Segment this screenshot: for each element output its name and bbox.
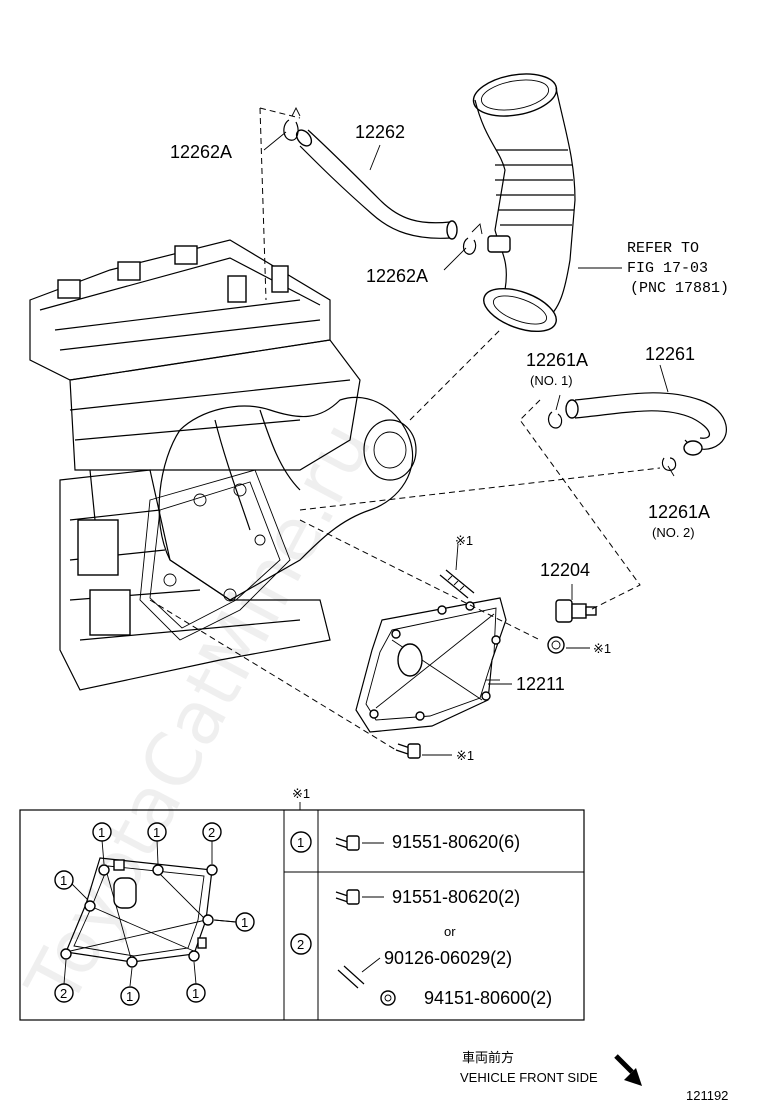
bolt-fastener — [395, 743, 421, 759]
air-intake-hose — [472, 73, 622, 333]
label-hose-12262: 12262 — [355, 122, 405, 142]
inset-mark: 2 — [208, 825, 215, 840]
legend-row2-or: or — [444, 924, 456, 939]
inset-mark: 1 — [98, 825, 105, 840]
bolt-icon — [335, 889, 384, 905]
label-refer-line1: REFER TO — [627, 240, 699, 257]
nut-fastener — [547, 636, 565, 654]
legend-heading: ※1 — [292, 786, 310, 801]
legend-row1-part: 91551-80620(6) — [392, 832, 520, 852]
stud-icon — [337, 957, 381, 989]
label-clamp-12261a-no1: 12261A — [526, 350, 588, 370]
inset-mark: 1 — [60, 873, 67, 888]
stud-fastener — [439, 569, 475, 599]
nut-icon — [380, 990, 396, 1006]
legend-inset-cover — [60, 857, 218, 968]
fastener-legend: ※1 — [19, 786, 585, 1021]
inset-mark: 1 — [241, 915, 248, 930]
valve-12204 — [555, 599, 597, 623]
hose-12261 — [547, 392, 727, 471]
figure-number: 121192 — [686, 1088, 728, 1103]
cover-12211 — [355, 597, 507, 733]
label-nut-mark: ※1 — [593, 641, 611, 656]
label-valve-12204: 12204 — [540, 560, 590, 580]
legend-row2-part-c: 94151-80600(2) — [424, 988, 552, 1008]
engine-block-illustration — [29, 239, 417, 691]
label-stud-mark: ※1 — [455, 533, 473, 548]
label-cover-12211: 12211 — [516, 674, 565, 694]
legend-row1-key: 1 — [297, 835, 304, 850]
label-refer-line2: FIG 17-03 — [627, 260, 708, 277]
footer-direction: VEHICLE FRONT SIDE — [460, 1070, 598, 1085]
inset-mark: 1 — [153, 825, 160, 840]
legend-row2-part-a: 91551-80620(2) — [392, 887, 520, 907]
label-clamp-12261a-no2: 12261A — [648, 502, 710, 522]
footer-jp-direction: 車両前方 — [462, 1050, 514, 1065]
hose-12262 — [283, 106, 483, 255]
front-direction-arrow-icon — [614, 1054, 642, 1086]
leader-lines — [263, 131, 675, 756]
watermark: ToyotaCatMine.ru — [9, 409, 388, 1020]
inset-marks: 1 1 2 1 1 2 1 1 — [54, 822, 255, 1006]
label-refer-line3: (PNC 17881) — [630, 280, 729, 297]
label-bolt-mark: ※1 — [456, 748, 474, 763]
label-clamp-no2-sub: (NO. 2) — [652, 525, 695, 540]
label-clamp-12262a-lower: 12262A — [366, 266, 428, 286]
label-hose-12261: 12261 — [645, 344, 695, 364]
bolt-icon — [335, 835, 384, 851]
guide-lines — [149, 107, 661, 751]
label-clamp-no1-sub: (NO. 1) — [530, 373, 573, 388]
legend-row2-key: 2 — [297, 937, 304, 952]
legend-row2-part-b: 90126-06029(2) — [384, 948, 512, 968]
inset-mark: 2 — [60, 986, 67, 1001]
inset-mark: 1 — [126, 989, 133, 1004]
inset-mark: 1 — [192, 986, 199, 1001]
label-clamp-12262a-upper: 12262A — [170, 142, 232, 162]
